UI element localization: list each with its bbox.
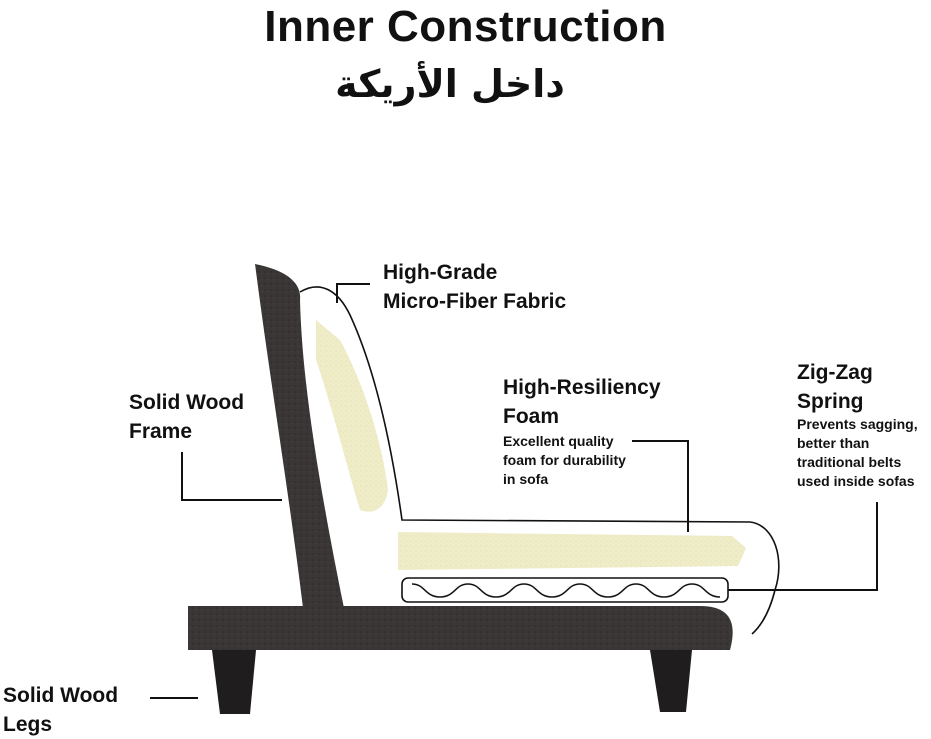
frame-callout-line xyxy=(181,452,282,501)
back-foam xyxy=(316,320,388,512)
frame-label: Solid Wood Frame xyxy=(129,391,245,443)
legs-label: Solid Wood Legs xyxy=(3,684,119,736)
foam-callout-line xyxy=(632,440,689,532)
base-frame xyxy=(188,606,733,650)
left-leg xyxy=(212,650,256,714)
spring-note: Prevents sagging, better than traditiona… xyxy=(797,416,918,489)
fabric-callout-line xyxy=(336,283,370,303)
seat-foam xyxy=(398,532,746,570)
spring-callout-line xyxy=(728,502,878,591)
right-leg xyxy=(650,650,692,712)
back-frame xyxy=(255,264,344,608)
foam-note: Excellent quality foam for durability in… xyxy=(503,433,626,487)
spring-label: Zig-Zag Spring xyxy=(797,361,873,413)
foam-label: High-Resiliency Foam xyxy=(503,376,661,428)
page-subtitle-arabic: داخل الأريكة xyxy=(335,62,565,106)
fabric-outline xyxy=(299,286,780,635)
page-title: Inner Construction xyxy=(264,2,667,51)
zigzag-spring xyxy=(411,583,721,598)
fabric-label: High-Grade Micro-Fiber Fabric xyxy=(383,261,567,313)
